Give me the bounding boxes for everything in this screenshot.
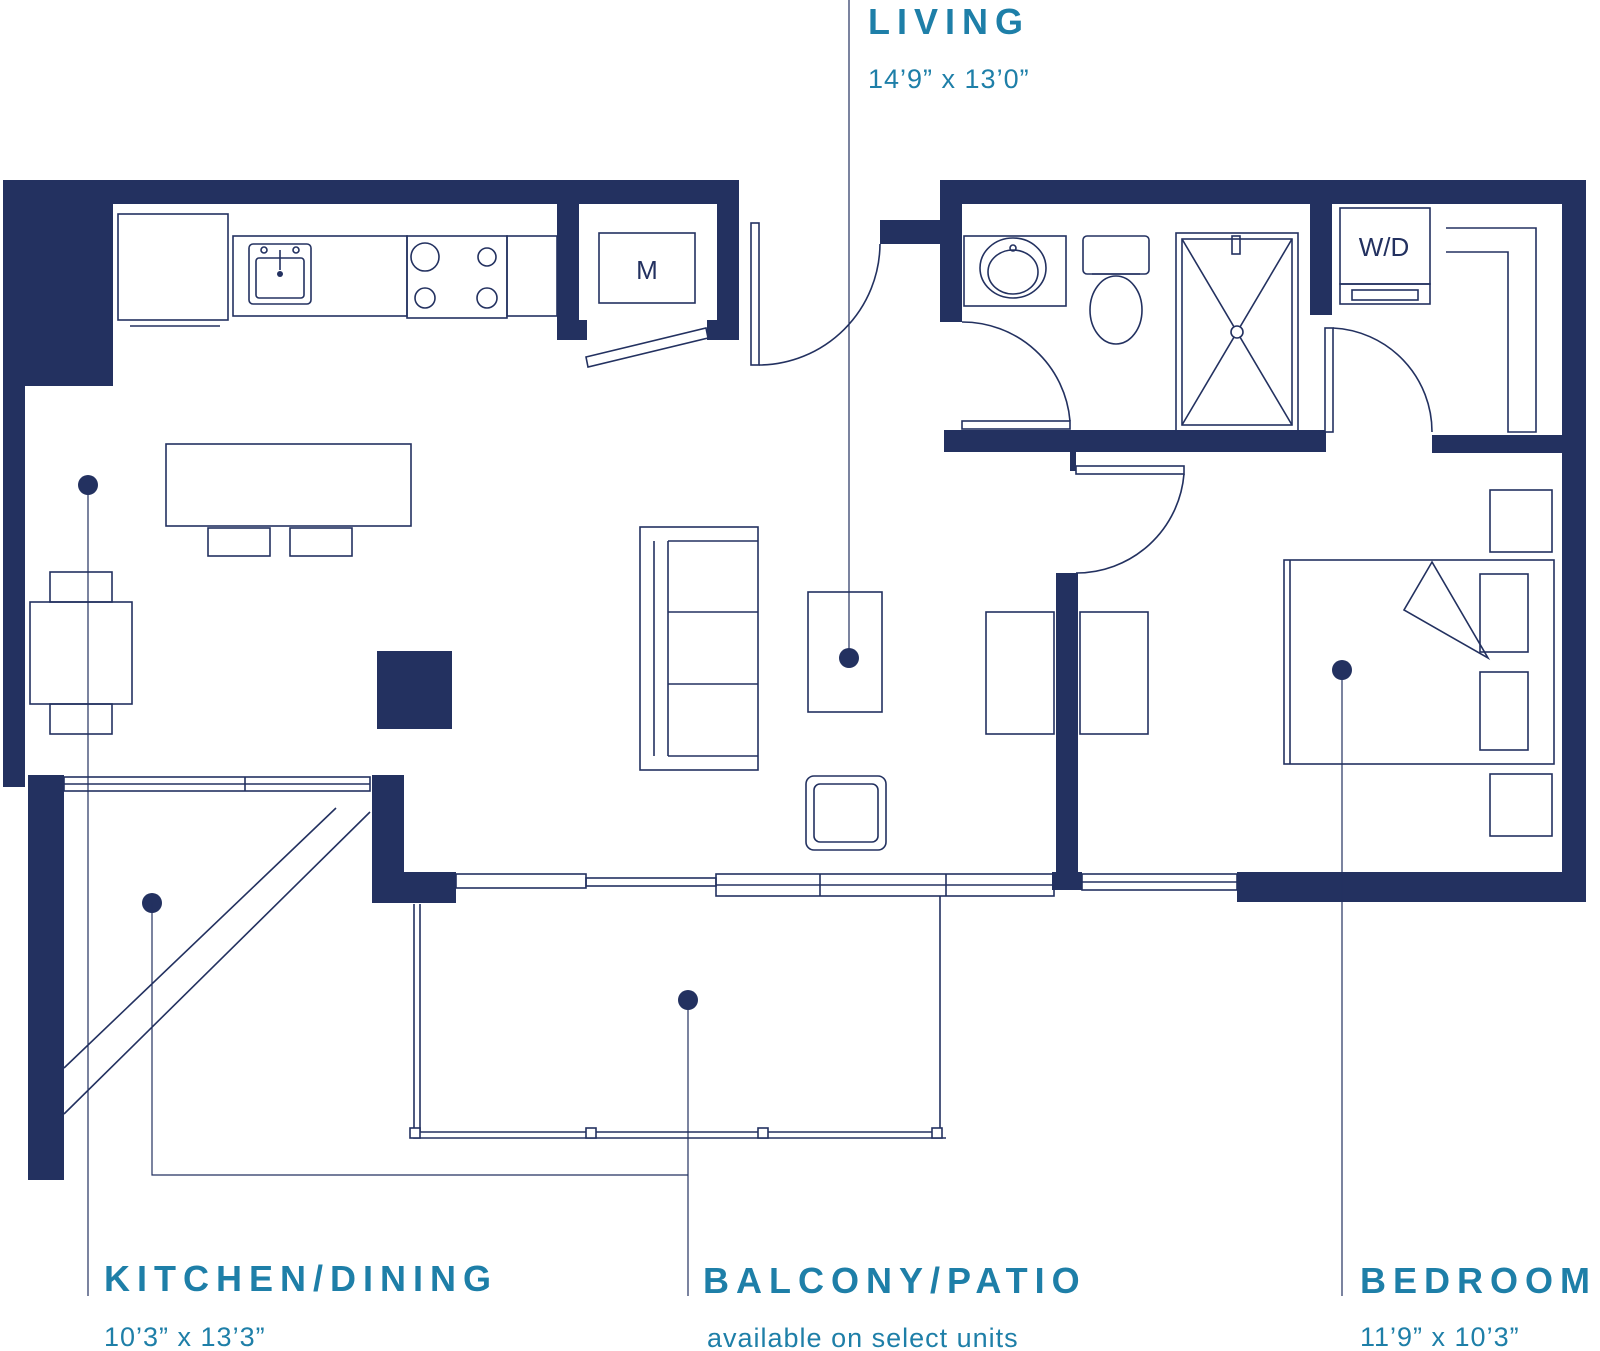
kitchen-dining-size: 10’3” x 13’3” bbox=[104, 1322, 266, 1351]
fridge bbox=[117, 213, 229, 321]
microwave-label: M bbox=[636, 255, 658, 285]
bedroom-size: 11’9” x 10’3” bbox=[1360, 1322, 1520, 1351]
balcony-marker bbox=[678, 990, 698, 1010]
windows bbox=[63, 776, 1238, 897]
shower bbox=[1175, 232, 1299, 432]
kitchen-fixtures: M bbox=[29, 213, 709, 735]
living-marker bbox=[839, 648, 859, 668]
closet-door bbox=[585, 327, 709, 368]
dining-chair bbox=[49, 703, 113, 735]
balcony bbox=[63, 807, 946, 1139]
bed bbox=[1283, 559, 1555, 765]
nightstand bbox=[1489, 489, 1553, 553]
bath-fixtures bbox=[961, 232, 1299, 432]
microwave bbox=[598, 232, 696, 304]
living-size: 14’9” x 13’0” bbox=[868, 64, 1030, 94]
bedroom-marker bbox=[1332, 660, 1352, 680]
vanity-sink-icon bbox=[963, 235, 1067, 307]
kitchen-dining-title: KITCHEN/DINING bbox=[104, 1258, 498, 1299]
armchair bbox=[805, 775, 887, 851]
dining-table bbox=[29, 601, 133, 705]
living-fixtures bbox=[639, 222, 1149, 851]
walls bbox=[3, 180, 1586, 1180]
toilet-icon bbox=[1082, 235, 1150, 345]
coffee-table bbox=[807, 591, 883, 713]
washer-dryer-label: W/D bbox=[1359, 232, 1410, 262]
balcony-patio-title: BALCONY/PATIO bbox=[703, 1260, 1087, 1301]
bedroom-fixtures bbox=[1075, 465, 1555, 837]
room-markers bbox=[78, 0, 1352, 1296]
room-labels: LIVING 14’9” x 13’0” KITCHEN/DINING 10’3… bbox=[104, 1, 1597, 1351]
stool bbox=[207, 527, 271, 557]
kitchen-marker bbox=[78, 475, 98, 495]
stool bbox=[289, 527, 353, 557]
kitchen-island bbox=[165, 443, 412, 527]
laundry: W/D bbox=[1324, 207, 1537, 433]
sofa bbox=[639, 526, 759, 771]
shelf bbox=[985, 611, 1055, 735]
shelf bbox=[1079, 611, 1149, 735]
bedroom-title: BEDROOM bbox=[1360, 1260, 1597, 1301]
dining-chair bbox=[49, 571, 113, 603]
sink-icon bbox=[248, 243, 312, 305]
balcony-patio-note: available on select units bbox=[707, 1323, 1019, 1351]
stove-icon bbox=[406, 235, 508, 319]
living-title: LIVING bbox=[868, 1, 1030, 42]
nightstand bbox=[1489, 773, 1553, 837]
